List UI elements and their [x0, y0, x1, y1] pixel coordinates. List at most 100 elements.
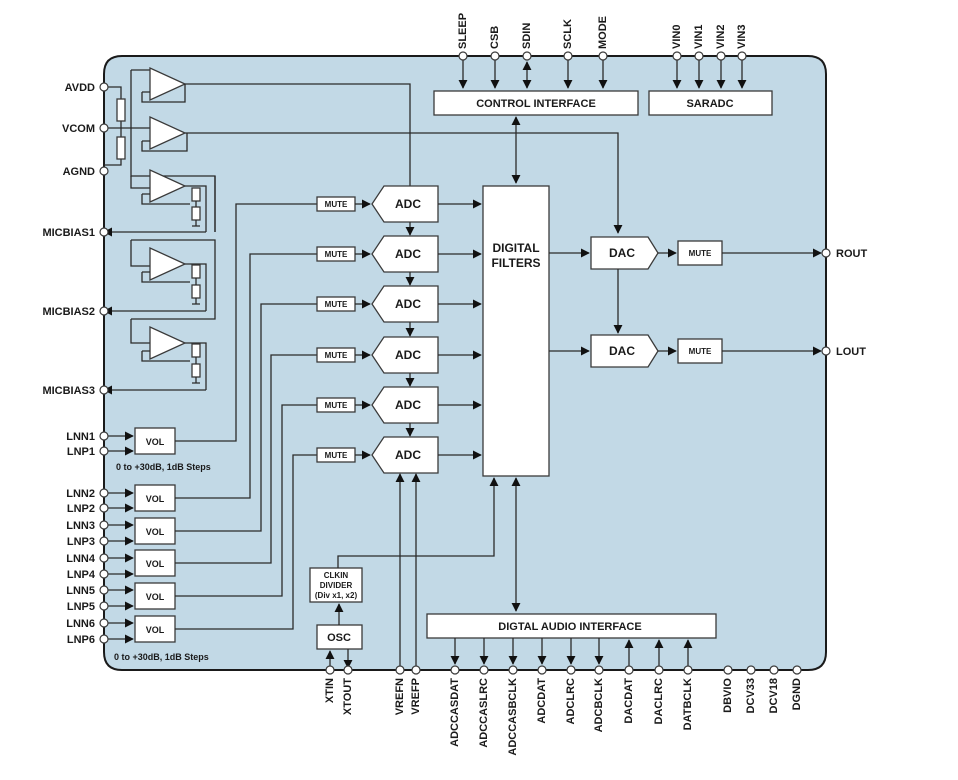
pin-label-avdd: AVDD	[65, 82, 95, 94]
dac-section: DAC DAC MUTE MUTE	[549, 236, 822, 368]
pin-label-lnn2: LNN2	[66, 488, 95, 500]
pin-label-vrefn: VREFN	[394, 678, 406, 715]
pin-label-xtout: XTOUT	[342, 678, 354, 715]
pin-label-lnp2: LNP2	[67, 503, 95, 515]
pin-label-sdin: SDIN	[521, 23, 533, 49]
pin-lnn4	[99, 553, 109, 563]
pin-label-sclk: SCLK	[562, 19, 574, 49]
clkin-label-3: (Div x1, x2)	[315, 591, 358, 600]
pin-label-adccaslrc: ADCCASLRC	[478, 678, 490, 748]
pin-label-lnn5: LNN5	[66, 585, 95, 597]
pin-label-vin1: VIN1	[693, 25, 705, 49]
pin-micbias3	[99, 385, 109, 395]
vol-label: VOL	[146, 437, 165, 447]
vol-to-mute-wire	[175, 253, 317, 499]
pin-lnp3	[99, 536, 109, 546]
pin-lnn5	[99, 585, 109, 595]
digital-filters-label-1: DIGITAL	[492, 241, 539, 255]
pin-label-vrefp: VREFP	[410, 678, 422, 715]
vol-label: VOL	[146, 559, 165, 569]
pin-label-dbvio: DBVIO	[722, 678, 734, 713]
pin-label-vin0: VIN0	[671, 25, 683, 49]
digital-audio-interface-label: DIGTAL AUDIO INTERFACE	[498, 621, 641, 633]
pin-label-csb: CSB	[489, 26, 501, 49]
pin-mode	[598, 51, 608, 61]
mute-label: MUTE	[325, 200, 348, 209]
pin-label-micbias3: MICBIAS3	[42, 385, 95, 397]
adc-label: ADC	[395, 297, 421, 311]
pin-dbvio	[723, 665, 733, 675]
pin-label-datbclk: DATBCLK	[682, 678, 694, 730]
clkin-label-2: DIVIDER	[320, 581, 353, 590]
pin-lnp1	[99, 446, 109, 456]
vol-section: VOL VOL VOL VOL VOL VOL	[134, 203, 317, 643]
pin-label-sleep: SLEEP	[457, 13, 469, 49]
pin-label-lnn4: LNN4	[66, 553, 96, 565]
pin-dacdat	[624, 665, 634, 675]
control-interface-label: CONTROL INTERFACE	[476, 98, 596, 110]
adc-label: ADC	[395, 247, 421, 261]
pin-label-vin3: VIN3	[736, 25, 748, 49]
pin-label-lnp3: LNP3	[67, 536, 95, 548]
vol-label: VOL	[146, 625, 165, 635]
pin-adccasdat	[450, 665, 460, 675]
vol-to-mute-wire	[175, 454, 317, 630]
pin-label-lnp5: LNP5	[67, 601, 95, 613]
pin-lnp6	[99, 634, 109, 644]
digital-audio-interface-block	[426, 613, 717, 639]
pin-label-mode: MODE	[597, 16, 609, 49]
vol-block	[134, 427, 176, 455]
pin-lnp5	[99, 601, 109, 611]
pin-label-dacdat: DACDAT	[623, 678, 635, 724]
pin-dgnd	[792, 665, 802, 675]
pin-label-dgnd: DGND	[791, 678, 803, 710]
pin-label-adccasbclk: ADCCASBCLK	[507, 678, 519, 756]
pin-vin3	[737, 51, 747, 61]
pin-label-agnd: AGND	[63, 166, 95, 178]
chip-body	[103, 55, 827, 671]
dac-label-1: DAC	[609, 246, 635, 260]
osc-label: OSC	[327, 632, 351, 644]
pin-vin1	[694, 51, 704, 61]
dac-label-2: DAC	[609, 344, 635, 358]
pin-dcv33	[746, 665, 756, 675]
vol-label: VOL	[146, 592, 165, 602]
vol-block	[134, 615, 176, 643]
pin-label-adcbclk: ADCBCLK	[593, 678, 605, 732]
pin-sleep	[458, 51, 468, 61]
pin-dcv18	[769, 665, 779, 675]
pin-vrefp	[411, 665, 421, 675]
pin-csb	[490, 51, 500, 61]
digital-filters-block	[482, 185, 550, 477]
gain-note-2: 0 to +30dB, 1dB Steps	[114, 652, 209, 662]
pin-adcdat	[537, 665, 547, 675]
pin-lnn3	[99, 520, 109, 530]
dac-mute-label-1: MUTE	[689, 249, 712, 258]
saradc-block	[648, 90, 773, 116]
pin-vrefn	[395, 665, 405, 675]
pin-datbclk	[683, 665, 693, 675]
vol-label: VOL	[146, 527, 165, 537]
pin-label-adcdat: ADCDAT	[536, 678, 548, 724]
vol-label: VOL	[146, 494, 165, 504]
vol-to-mute-wire	[175, 303, 317, 532]
mute-label: MUTE	[325, 300, 348, 309]
pin-label-micbias1: MICBIAS1	[42, 227, 95, 239]
pin-label-vcom: VCOM	[62, 123, 95, 135]
gain-note-1: 0 to +30dB, 1dB Steps	[116, 462, 211, 472]
pin-micbias2	[99, 306, 109, 316]
control-interface-block	[433, 90, 639, 116]
pin-vin0	[672, 51, 682, 61]
adc-label: ADC	[395, 448, 421, 462]
pin-xtout	[343, 665, 353, 675]
vol-block	[134, 517, 176, 545]
adc-label: ADC	[395, 398, 421, 412]
adc-label: ADC	[395, 197, 421, 211]
vol-block	[134, 582, 176, 610]
pin-lnp2	[99, 503, 109, 513]
pin-lnn2	[99, 488, 109, 498]
digital-filters-label-2: FILTERS	[491, 256, 540, 270]
